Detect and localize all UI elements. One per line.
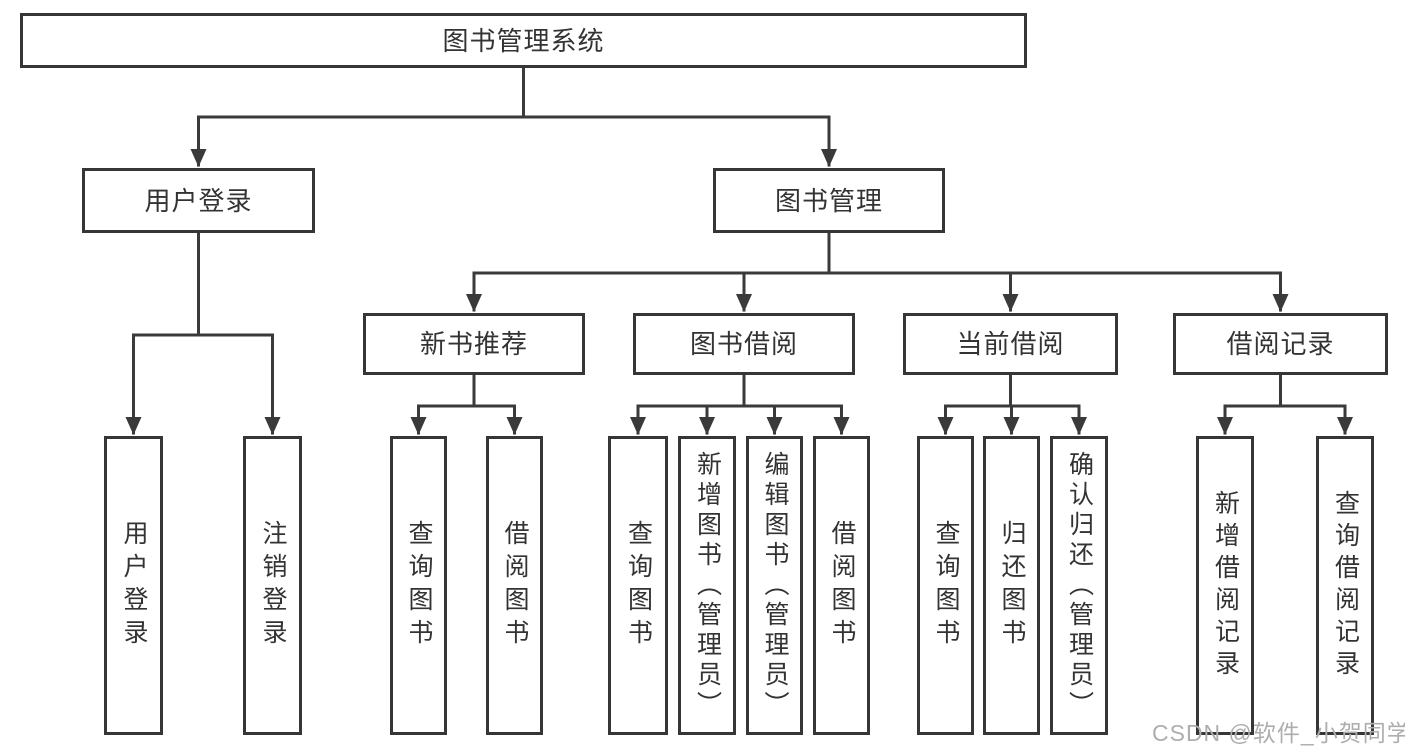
leaf-user-login: 用户登录 [104,436,163,735]
node-book-borrow: 图书借阅 [633,313,855,375]
leaf-add-book: 新增图书（管理员） [678,436,736,735]
leaf-query-book-1: 查询图书 [390,436,447,735]
node-user-login: 用户登录 [82,168,315,233]
leaf-add-borrow-record: 新增借阅记录 [1196,436,1254,735]
leaf-edit-book: 编辑图书（管理员） [746,436,803,735]
node-new-book-rec: 新书推荐 [363,313,585,375]
leaf-query-book-2: 查询图书 [608,436,668,735]
node-borrow-record: 借阅记录 [1173,313,1388,375]
leaf-borrow-book-1: 借阅图书 [486,436,543,735]
leaf-return-book: 归还图书 [983,436,1040,735]
leaf-query-book-3: 查询图书 [917,436,974,735]
leaf-query-borrow-record: 查询借阅记录 [1316,436,1374,735]
node-current-borrow: 当前借阅 [903,313,1118,375]
node-root: 图书管理系统 [20,13,1027,68]
leaf-confirm-return: 确认归还（管理员） [1050,436,1108,735]
node-book-mgmt: 图书管理 [713,168,945,233]
leaf-logout: 注销登录 [243,436,302,735]
csdn-watermark: CSDN @软件_小贺同学 [1152,720,1405,746]
leaf-borrow-book-2: 借阅图书 [813,436,870,735]
